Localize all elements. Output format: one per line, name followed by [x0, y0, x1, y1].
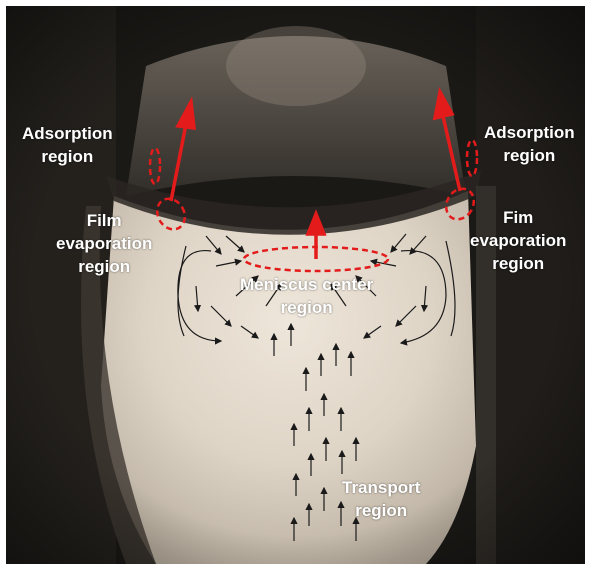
adsorption-left-label: Adsorption region [22, 122, 113, 168]
film-right-label: Fim evaporation region [470, 206, 566, 275]
adsorption-right-label: Adsorption region [484, 121, 575, 167]
film-left-label: Film evaporation region [56, 209, 152, 278]
transport-label: Transport region [342, 476, 420, 522]
meniscus-center-label: Meniscus center region [240, 273, 373, 319]
